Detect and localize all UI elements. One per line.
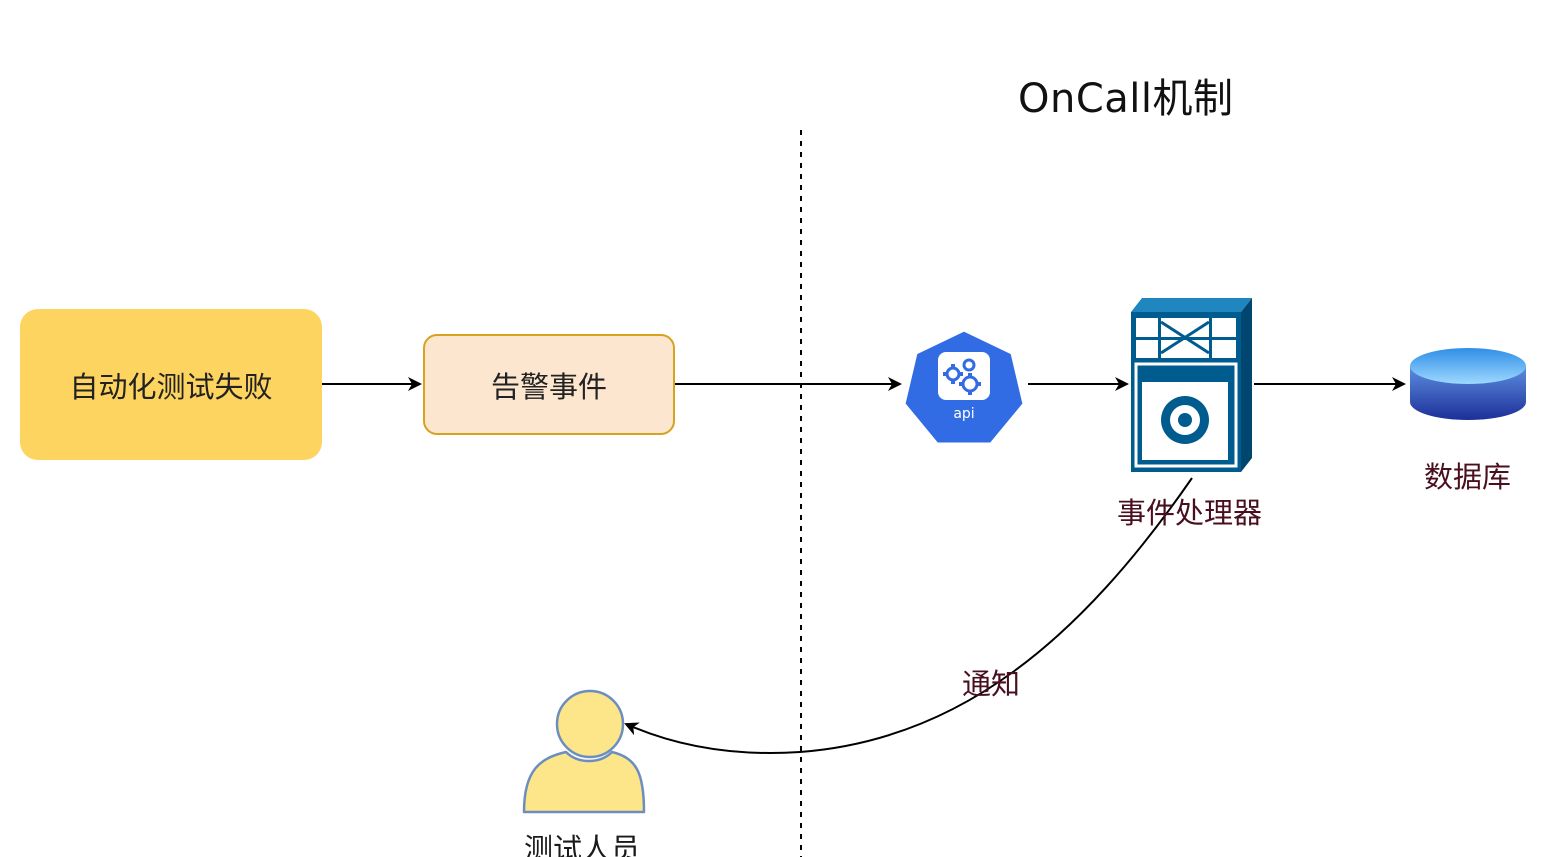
database-icon: [1410, 348, 1526, 420]
server-icon: [1131, 298, 1252, 472]
notify-edge-label: 通知: [962, 667, 1021, 701]
alert-event-label: 告警事件: [490, 369, 607, 404]
arrow-handler-to-tester: [624, 477, 1193, 754]
database-label: 数据库: [1424, 460, 1512, 494]
person-icon: [522, 689, 646, 814]
test-failure-label: 自动化测试失败: [69, 369, 273, 404]
test-failure-node: 自动化测试失败: [20, 309, 322, 460]
api-icon: api: [902, 328, 1026, 446]
event-handler-label: 事件处理器: [1117, 496, 1263, 530]
diagram-title: OnCall机制: [1018, 76, 1234, 122]
alert-event-node: 告警事件: [423, 334, 675, 435]
api-icon-text: api: [953, 406, 974, 422]
tester-label: 测试人员: [524, 832, 641, 857]
